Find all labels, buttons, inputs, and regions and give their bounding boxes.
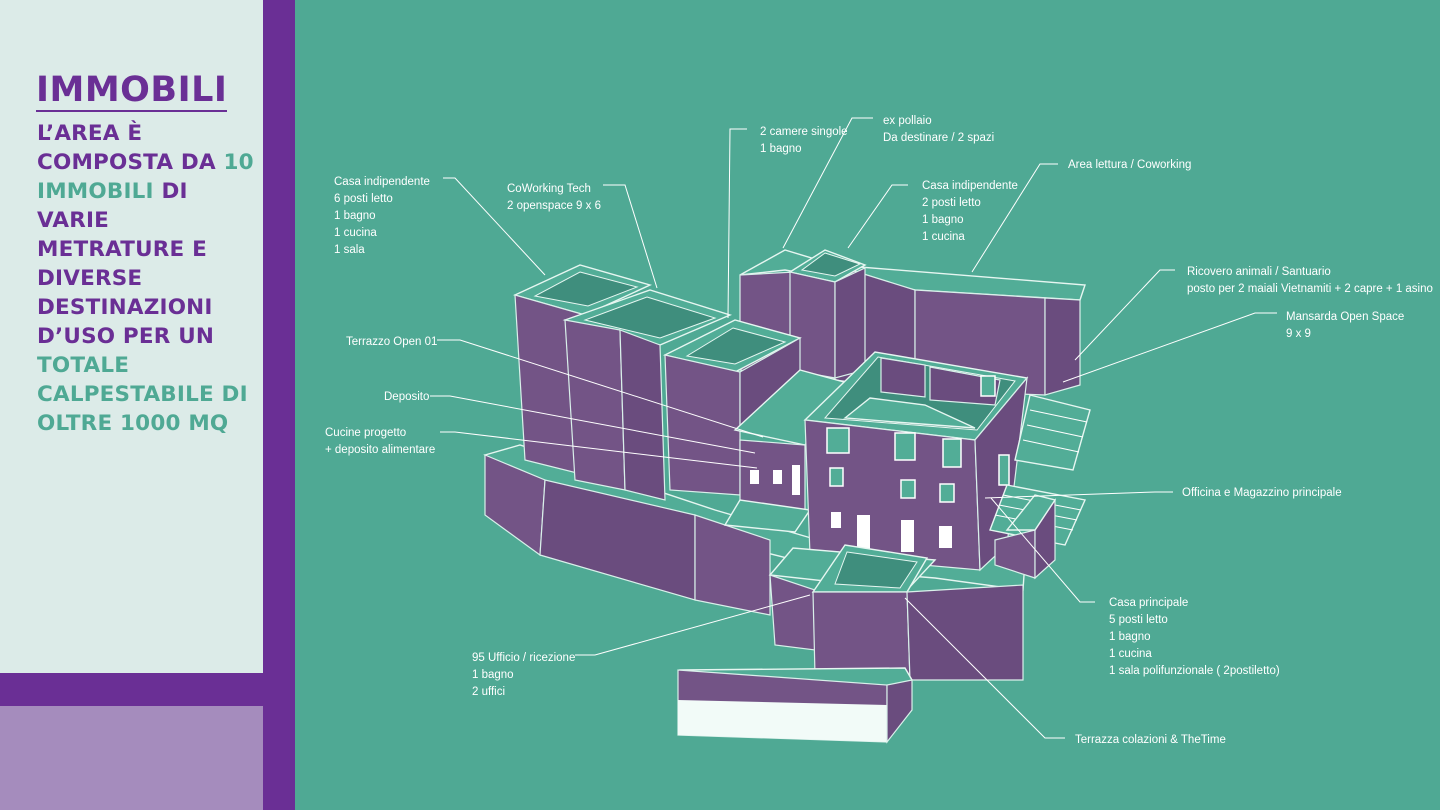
leader-lines [430,117,1277,739]
label-line: 2 openspace 9 x 6 [507,200,601,212]
label-line: 1 bagno [334,210,376,222]
label-officina: Officina e Magazzino principale [1182,487,1342,499]
description-text: L’AREA È COMPOSTA DA [37,121,224,175]
label-line: 1 bagno [472,669,514,681]
label-line: Casa principale [1109,597,1188,609]
label-line: 1 bagno [1109,631,1151,643]
area-description: L’AREA È COMPOSTA DA 10 IMMOBILI DI VARI… [37,119,259,438]
label-line: 1 bagno [760,143,802,155]
label-line: + deposito alimentare [325,444,435,456]
label-line: Cucine progetto [325,427,406,439]
building-ufficio [768,544,1024,681]
description-highlight: 10 IMMOBILI [37,150,254,204]
building-casa-principale [803,351,1029,572]
label-terrazzo-open: Terrazzo Open 01 [346,336,437,348]
label-line: 1 sala [334,244,365,256]
left-panel [0,0,263,673]
label-ricovero-animali: Ricovero animali / Santuario posto per 2… [1187,266,1433,295]
label-ufficio: 95 Ufficio / ricezione 1 bagno 2 uffici [472,652,575,698]
label-line: 2 posti letto [922,197,981,209]
label-line: 6 posti letto [334,193,393,205]
left-panel-lower-block [0,706,263,810]
label-cucine: Cucine progetto + deposito alimentare [325,427,435,456]
label-line: Mansarda Open Space [1286,311,1404,323]
label-line: CoWorking Tech [507,183,591,195]
label-line: Casa indipendente [922,180,1018,192]
label-casa-indipendente-2: Casa indipendente 2 posti letto 1 bagno … [922,180,1018,243]
building-coworking-tech [562,289,733,501]
building-deposito-cucine [723,369,857,533]
label-camere-singole: 2 camere singole 1 bagno [760,126,848,155]
label-line: 1 cucina [922,231,965,243]
label-coworking-tech: CoWorking Tech 2 openspace 9 x 6 [507,183,601,212]
label-line: Terrazza colazioni & TheTime [1075,734,1226,746]
label-line: 2 camere singole [760,126,848,138]
building-officina [989,394,1091,580]
label-line: Da destinare / 2 spazi [883,132,994,144]
description-highlight: TOTALE CALPESTABILE DI OLTRE 1000 MQ [37,353,248,436]
buildings-diagram: Casa indipendente 6 posti letto 1 bagno … [325,115,1433,746]
purple-divider-stripe [263,0,295,810]
label-line: 95 Ufficio / ricezione [472,652,575,664]
label-line: Deposito [384,391,429,403]
label-line: 1 cucina [334,227,377,239]
label-deposito: Deposito [384,391,429,403]
page-title: IMMOBILI [36,70,228,112]
label-casa-indipendente-1: Casa indipendente 6 posti letto 1 bagno … [334,176,430,256]
label-line: 2 uffici [472,686,505,698]
description-text: DI VARIE METRATURE E DIVERSE DESTINAZION… [37,179,215,349]
label-line: 1 cucina [1109,648,1152,660]
label-line: Area lettura / Coworking [1068,159,1191,171]
label-line: Officina e Magazzino principale [1182,487,1342,499]
building-terrazza [677,667,913,744]
label-area-lettura: Area lettura / Coworking [1068,159,1191,171]
building-camere-singole [788,249,867,379]
label-casa-principale: Casa principale 5 posti letto 1 bagno 1 … [1109,597,1280,677]
label-line: Terrazzo Open 01 [346,336,437,348]
label-line: 1 bagno [922,214,964,226]
label-terrazza-colazioni: Terrazza colazioni & TheTime [1075,734,1226,746]
label-ex-pollaio: ex pollaio Da destinare / 2 spazi [883,115,994,144]
label-line: Casa indipendente [334,176,430,188]
left-panel-bottom-band [0,673,263,706]
label-mansarda: Mansarda Open Space 9 x 9 [1286,311,1404,340]
label-line: ex pollaio [883,115,932,127]
label-line: 9 x 9 [1286,328,1311,340]
label-line: 5 posti letto [1109,614,1168,626]
label-line: posto per 2 maiali Vietnamiti + 2 capre … [1187,283,1433,295]
label-line: 1 sala polifunzionale ( 2postiletto) [1109,665,1280,677]
label-line: Ricovero animali / Santuario [1187,266,1331,278]
